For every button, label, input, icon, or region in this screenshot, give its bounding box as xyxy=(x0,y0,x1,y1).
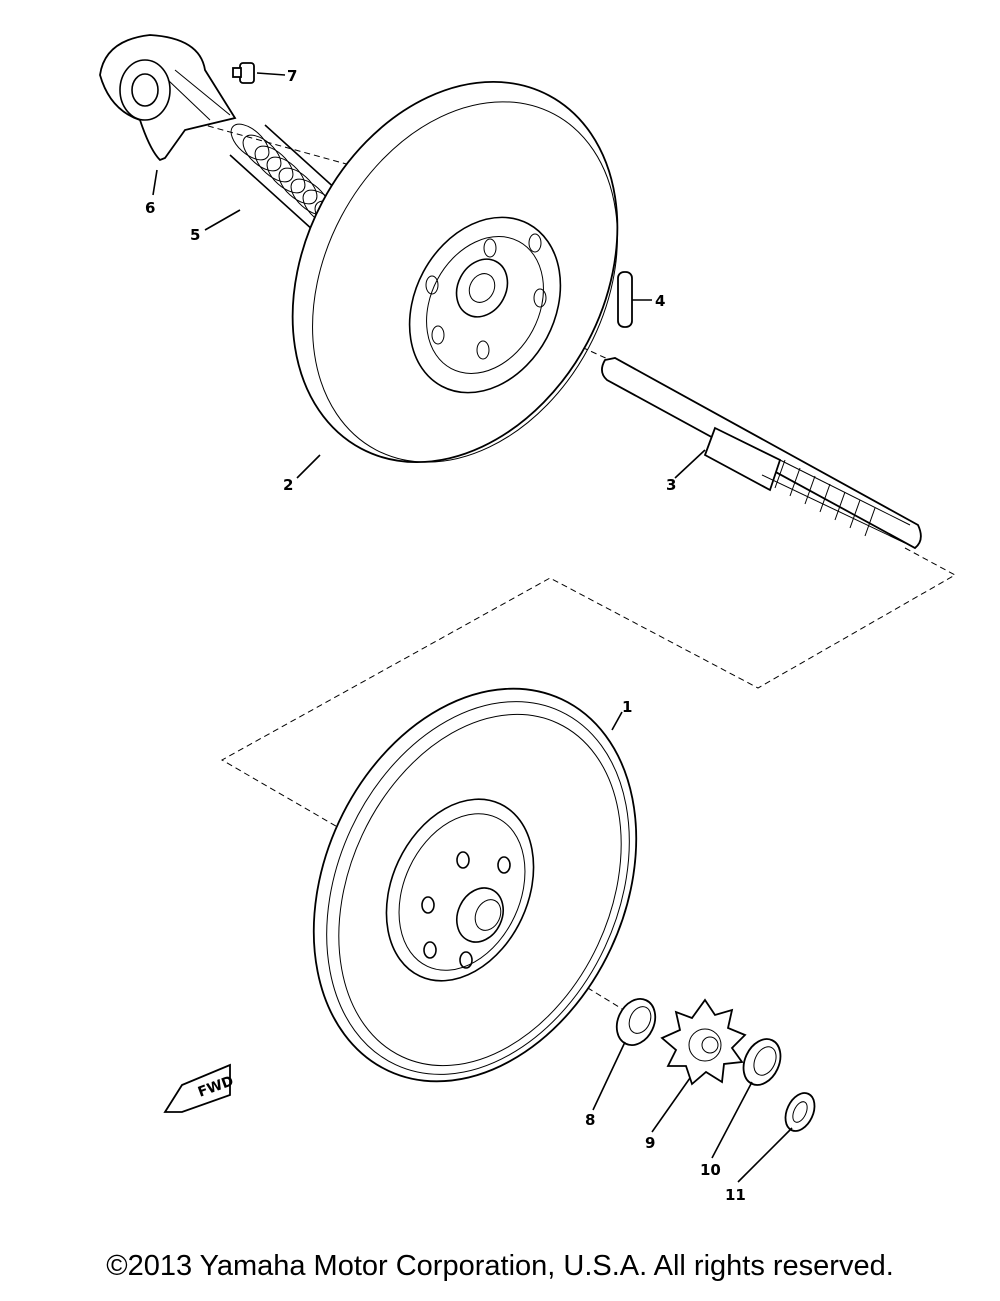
fixed-sheave-part xyxy=(312,687,638,1083)
callout-8: 8 xyxy=(585,1111,595,1129)
parts-diagram: FWD 1 2 3 4 5 6 7 8 9 10 11 xyxy=(99,34,957,1204)
spacer-part xyxy=(742,1038,782,1086)
leader-lines xyxy=(152,72,793,1183)
fitting-part xyxy=(232,62,255,84)
callout-5: 5 xyxy=(190,226,200,244)
pin-part xyxy=(617,271,633,328)
washer-part xyxy=(784,1092,816,1132)
callout-3: 3 xyxy=(666,476,676,494)
sprocket-part xyxy=(660,998,747,1086)
bracket-part xyxy=(99,34,237,162)
callout-numbers: 1 2 3 4 5 6 7 8 9 10 11 xyxy=(145,67,746,1204)
movable-sheave-part xyxy=(291,80,619,464)
callout-2: 2 xyxy=(283,476,293,494)
fwd-arrow: FWD xyxy=(163,1063,236,1113)
copyright-notice: ©2013 Yamaha Motor Corporation, U.S.A. A… xyxy=(106,1250,894,1282)
collar-part xyxy=(615,998,657,1046)
callout-6: 6 xyxy=(145,199,155,217)
shaft-part xyxy=(601,357,922,550)
callout-9: 9 xyxy=(645,1134,655,1152)
callout-4: 4 xyxy=(655,292,665,310)
callout-11: 11 xyxy=(725,1186,746,1204)
callout-7: 7 xyxy=(287,67,297,85)
callout-10: 10 xyxy=(700,1161,721,1179)
callout-1: 1 xyxy=(622,698,632,716)
